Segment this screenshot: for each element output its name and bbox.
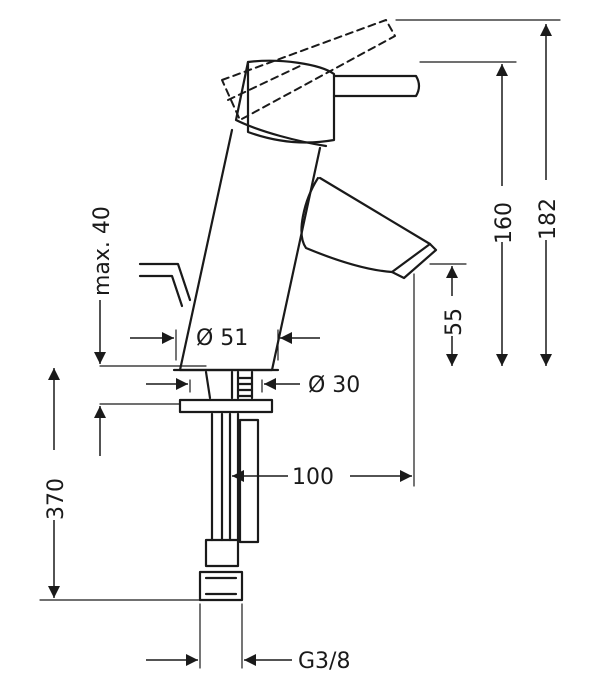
spout-reach-label: 100 xyxy=(292,465,334,490)
supply-hoses xyxy=(200,414,258,600)
max-thickness-label: max. 40 xyxy=(90,206,115,296)
hose-length-label: 370 xyxy=(44,478,69,520)
hole-diameter-label: Ø 30 xyxy=(308,373,360,398)
extension-lines xyxy=(40,20,560,668)
thread-label: G3/8 xyxy=(298,649,350,674)
body-diameter-label: Ø 51 xyxy=(196,326,248,351)
popup-rod xyxy=(140,264,190,306)
faucet-spout xyxy=(302,178,436,278)
height-lever-label: 160 xyxy=(492,202,517,244)
spout-height-label: 55 xyxy=(442,308,467,336)
mounting-shank xyxy=(180,372,272,412)
height-total-label: 182 xyxy=(536,198,561,240)
